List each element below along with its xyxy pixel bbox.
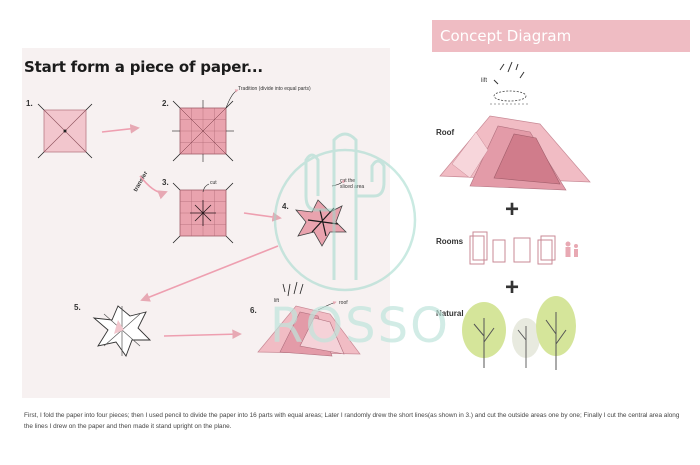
plus-sign-2: + xyxy=(505,274,520,301)
concept-header xyxy=(432,20,690,52)
concept-rooms-graphic xyxy=(469,231,578,265)
step-2-square xyxy=(172,89,239,162)
step-1-number: 1. xyxy=(26,99,33,108)
watermark-text: ROSSO xyxy=(270,298,450,354)
note-roof: roof xyxy=(339,300,348,306)
process-title: Start form a piece of paper... xyxy=(24,58,263,76)
step-3-square xyxy=(172,182,234,244)
concept-natural-graphic xyxy=(462,296,576,370)
step-6-shape xyxy=(257,281,361,357)
step-5-shape xyxy=(92,305,152,357)
concept-lift-label: lift xyxy=(481,78,487,84)
step-1-square xyxy=(37,103,93,159)
step-5-number: 5. xyxy=(74,303,81,312)
step-4-number: 4. xyxy=(282,202,289,211)
step-3-number: 3. xyxy=(162,178,169,187)
note-tradition: Tradition (divide into equal parts) xyxy=(238,86,311,92)
step-4-shape xyxy=(295,179,347,247)
concept-title: Concept Diagram xyxy=(440,27,572,45)
concept-lift-graphic xyxy=(490,61,530,105)
concept-roof-graphic xyxy=(439,115,591,191)
caption-text: First, I fold the paper into four pieces… xyxy=(24,412,680,430)
note-cut: cut xyxy=(210,180,217,186)
plus-sign-1: + xyxy=(505,196,520,223)
watermark-logo xyxy=(273,132,417,292)
concept-roof-label: Roof xyxy=(436,128,455,137)
concept-natural-label: Natural xyxy=(436,309,464,318)
step-2-number: 2. xyxy=(162,99,169,108)
note-lift: lift xyxy=(274,298,279,304)
step-6-number: 6. xyxy=(250,306,257,315)
concept-rooms-label: Rooms xyxy=(436,237,464,246)
